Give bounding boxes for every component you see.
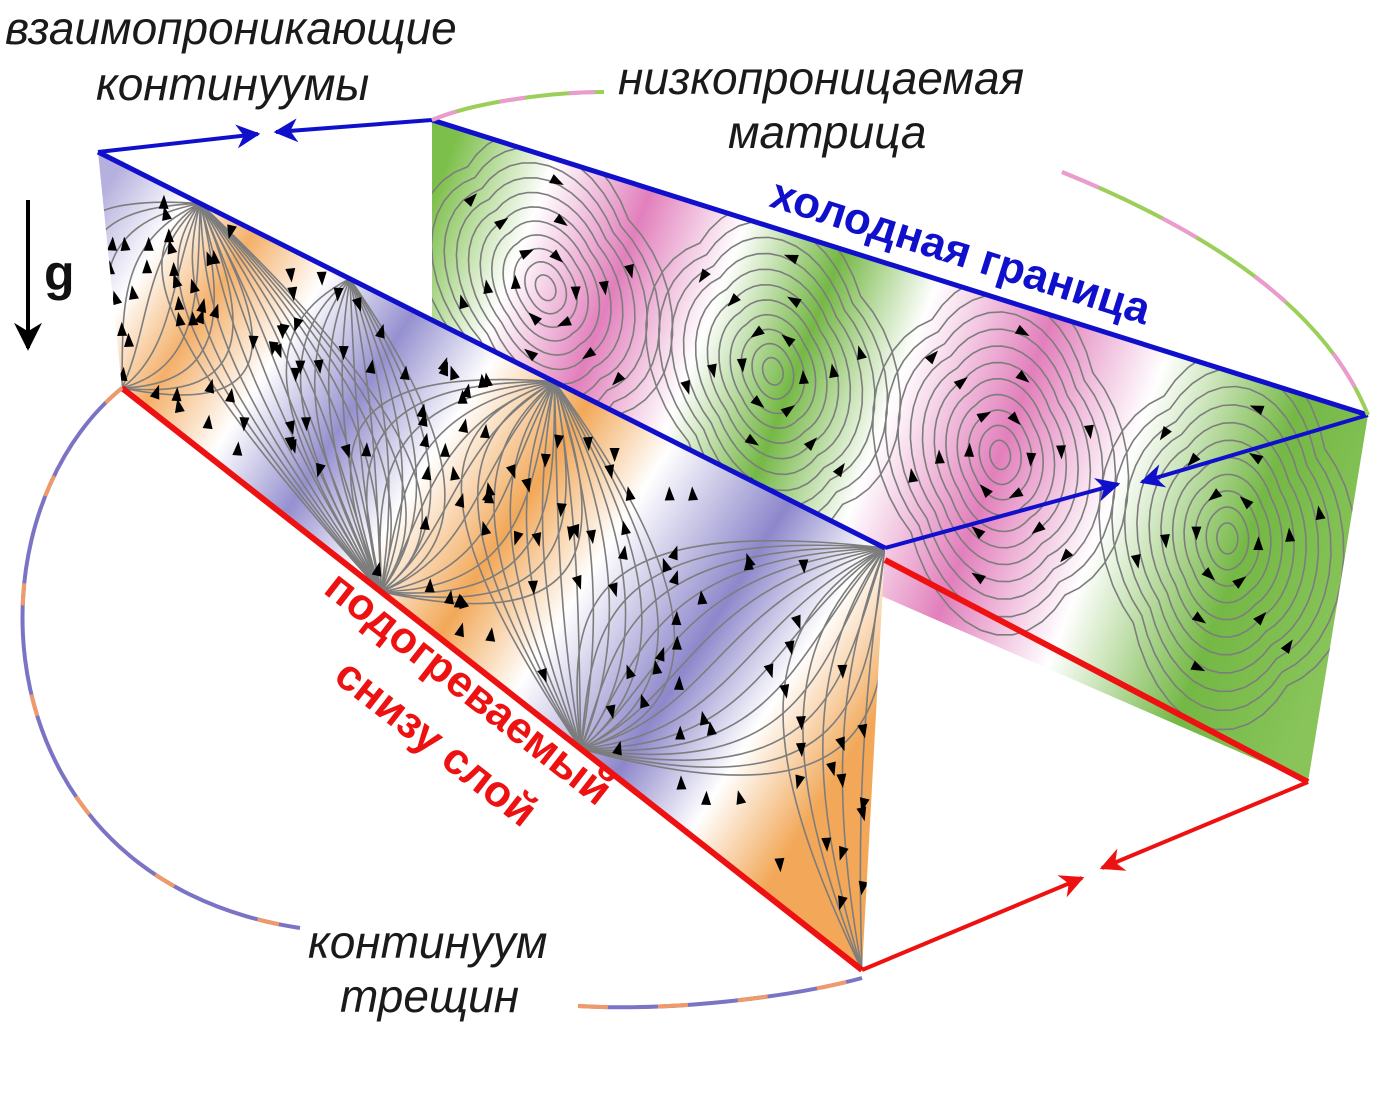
fracture-label-line1: континуум — [308, 916, 547, 968]
coupling-arrows-middle — [884, 413, 1369, 550]
gravity-label: g — [44, 245, 75, 301]
coupling-arrows-bottom — [861, 780, 1309, 972]
interpenetrating-label-line2: континуумы — [96, 58, 369, 110]
cold-boundary-lines — [96, 117, 1369, 551]
matrix-continuum-arc — [431, 90, 1370, 416]
matrix-label-line1: низкопроницаемая — [618, 52, 1024, 104]
fracture-panel — [98, 152, 885, 970]
fracture-continuum-arc — [20, 386, 863, 1010]
interpenetrating-label-line1: взаимопроникающие — [5, 2, 457, 54]
hot-boundary-lines — [120, 385, 1310, 973]
coupling-arrows-top — [97, 118, 433, 154]
matrix-label-line2: матрица — [728, 106, 927, 158]
gravity-indicator: g — [14, 200, 75, 351]
matrix-panel — [432, 120, 1368, 782]
fracture-label-line2: трещин — [340, 970, 519, 1022]
